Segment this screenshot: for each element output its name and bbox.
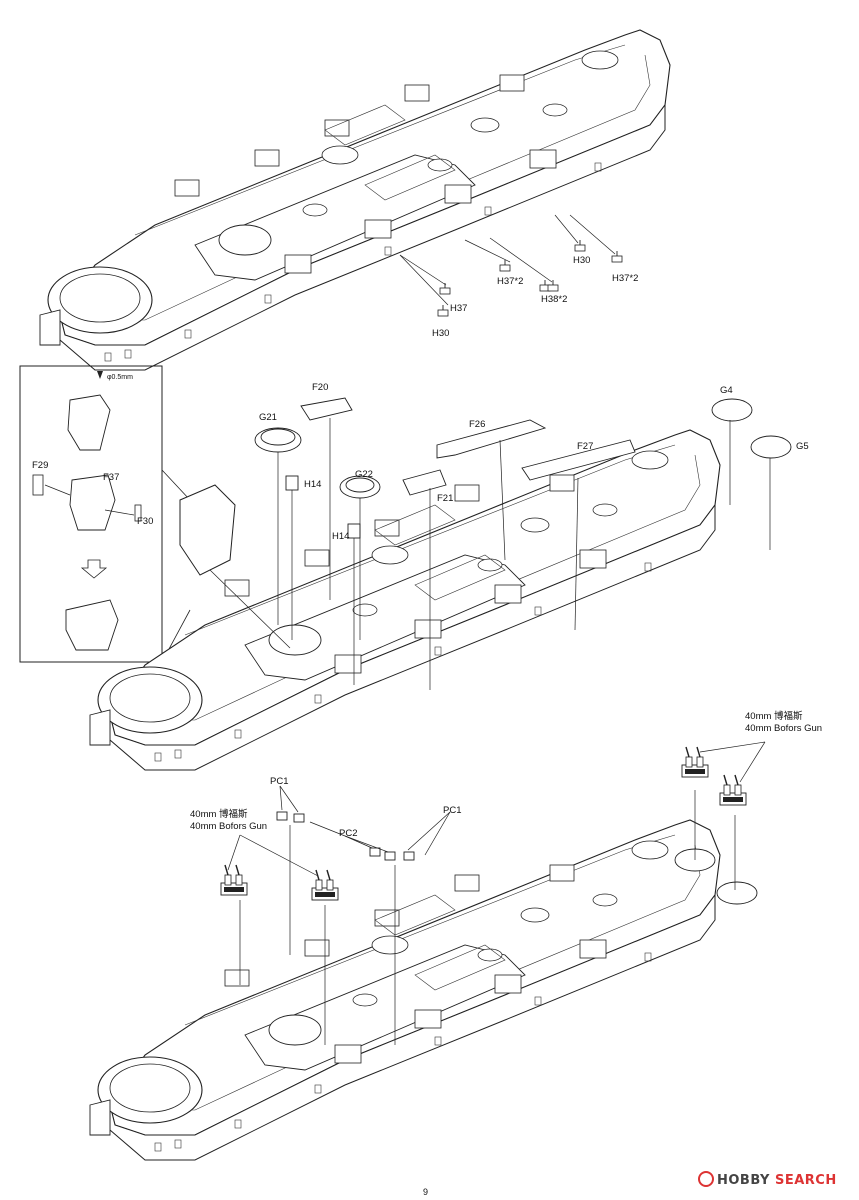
part-label-h37x2-right: H37*2	[612, 273, 639, 284]
part-label-pc1-left: PC1	[270, 776, 289, 787]
part-label-h14: H14	[304, 479, 322, 490]
part-label-h37x2: H37*2	[497, 276, 524, 287]
part-label-h38x2: H38*2	[541, 294, 568, 305]
part-label-h37: H37	[450, 303, 468, 314]
bofors-label-right: 40mm 博福斯 40mm Bofors Gun	[745, 711, 822, 735]
bofors-label-left-cn: 40mm 博福斯	[190, 809, 248, 820]
page-number: 9	[423, 1187, 429, 1197]
step1-deck-assembly	[39, 29, 671, 371]
part-label-g5: G5	[796, 441, 809, 452]
part-label-f27: F27	[577, 441, 594, 452]
bofors-label-right-en: 40mm Bofors Gun	[745, 723, 823, 734]
part-label-h30: H30	[432, 328, 450, 339]
watermark-text-b: SEARCH	[774, 1173, 837, 1188]
part-label-h14-second: H14	[332, 531, 350, 542]
step3-deck-assembly	[89, 741, 766, 1161]
part-label-pc2: PC2	[339, 828, 358, 839]
part-label-f26: F26	[469, 419, 486, 430]
watermark-logo-icon	[698, 1171, 714, 1187]
part-label-g22: G22	[355, 469, 373, 480]
part-label-h30-right: H30	[573, 255, 591, 266]
part-label-f20: F20	[312, 382, 329, 393]
part-label-g4: G4	[720, 385, 733, 396]
watermark: HOBBY SEARCH	[698, 1171, 837, 1188]
step2-inset-frame	[19, 365, 236, 663]
bofors-label-left: 40mm 博福斯 40mm Bofors Gun	[190, 809, 267, 833]
bofors-label-left-en: 40mm Bofors Gun	[190, 821, 268, 832]
part-label-f21: F21	[437, 493, 454, 504]
part-label-pc1-right: PC1	[443, 805, 462, 816]
part-label-f37: F37	[103, 472, 120, 483]
part-label-g21: G21	[259, 412, 277, 423]
part-label-f29: F29	[32, 460, 49, 471]
step2-deck-assembly	[89, 397, 792, 771]
bofors-label-right-cn: 40mm 博福斯	[745, 711, 803, 722]
part-label-f30: F30	[137, 516, 154, 527]
watermark-text-a: HOBBY	[717, 1173, 770, 1188]
drill-size-label: φ0.5mm	[107, 374, 133, 381]
